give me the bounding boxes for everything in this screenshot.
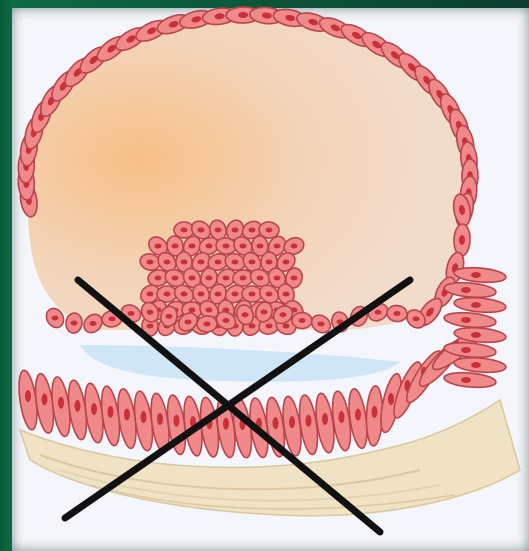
cell-nucleus [240, 276, 247, 281]
cell-nucleus [189, 244, 196, 249]
cell-nucleus [273, 417, 279, 429]
cell-nucleus [223, 318, 230, 323]
cell-nucleus [291, 276, 298, 281]
cell-nucleus [355, 409, 361, 421]
cell-nucleus [189, 276, 196, 281]
cell-nucleus [164, 292, 171, 297]
cell-nucleus [90, 321, 97, 326]
cell-nucleus [232, 260, 239, 265]
fluid-space [80, 345, 400, 382]
cell-nucleus [215, 228, 222, 233]
cell-nucleus [147, 260, 154, 265]
cell-nucleus [181, 228, 188, 233]
cell-nucleus [155, 244, 162, 249]
cell-nucleus [257, 276, 264, 281]
cell-nucleus [206, 276, 213, 281]
cell-nucleus [215, 260, 222, 265]
cell-nucleus [240, 244, 247, 249]
cell-nucleus [215, 292, 222, 297]
cell-nucleus [181, 292, 188, 297]
cell-nucleus [283, 292, 290, 297]
cell-nucleus [128, 311, 135, 316]
cell-nucleus [223, 418, 229, 430]
cell-nucleus [375, 310, 382, 315]
cell-nucleus [147, 292, 154, 297]
cell-nucleus [471, 302, 481, 308]
cell-nucleus [280, 312, 287, 317]
cell-nucleus [461, 317, 471, 323]
cell-nucleus [172, 276, 179, 281]
cell-nucleus [42, 393, 48, 405]
cell-nucleus [52, 316, 59, 321]
cell-nucleus [155, 276, 162, 281]
cell-nucleus [413, 316, 420, 321]
cell-nucleus [461, 347, 471, 353]
cell-nucleus [461, 287, 471, 293]
cell-nucleus [185, 319, 192, 324]
cell-nucleus [204, 321, 211, 326]
cell-nucleus [172, 244, 179, 249]
cell-nucleus [223, 244, 230, 249]
cell-nucleus [249, 260, 256, 265]
cell-nucleus [249, 228, 256, 233]
cell-nucleus [25, 390, 31, 402]
cell-nucleus [249, 292, 256, 297]
cell-nucleus [181, 260, 188, 265]
cell-nucleus [223, 276, 230, 281]
cell-nucleus [206, 244, 213, 249]
cell-nucleus [289, 416, 295, 428]
cell-nucleus [174, 415, 180, 427]
cell-nucleus [266, 260, 273, 265]
cell-nucleus [166, 314, 173, 319]
cell-nucleus [206, 308, 213, 313]
cell-nucleus [306, 415, 312, 427]
cell-nucleus [232, 228, 239, 233]
cell-nucleus [91, 403, 97, 415]
cell-nucleus [58, 397, 64, 409]
cell-nucleus [198, 292, 205, 297]
cell-nucleus [124, 409, 130, 421]
cell-nucleus [198, 260, 205, 265]
cell-nucleus [108, 406, 114, 418]
cell-nucleus [274, 244, 281, 249]
cell-nucleus [141, 411, 147, 423]
cell-nucleus [71, 321, 78, 326]
cell-nucleus [339, 411, 345, 423]
cell-nucleus [471, 272, 481, 278]
cell-nucleus [471, 332, 481, 338]
cell-nucleus [198, 228, 205, 233]
cell-nucleus [471, 362, 481, 368]
cell-nucleus [157, 413, 163, 425]
cell-nucleus [283, 260, 290, 265]
cell-nucleus [261, 310, 268, 315]
cell-nucleus [266, 228, 273, 233]
cell-nucleus [232, 292, 239, 297]
cell-nucleus [147, 324, 154, 329]
cell-nucleus [189, 308, 196, 313]
cell-nucleus [266, 292, 273, 297]
cell-nucleus [75, 400, 81, 412]
cell-nucleus [322, 413, 328, 425]
cell-nucleus [318, 321, 325, 326]
cell-nucleus [388, 393, 394, 405]
cell-nucleus [274, 276, 281, 281]
cell-nucleus [372, 406, 378, 418]
cell-nucleus [109, 316, 116, 321]
cell-nucleus [242, 312, 249, 317]
cell-nucleus [147, 310, 154, 315]
cell-nucleus [299, 318, 306, 323]
cell-nucleus [461, 377, 471, 383]
cell-nucleus [164, 260, 171, 265]
cell-nucleus [291, 244, 298, 249]
cell-nucleus [394, 311, 401, 316]
cell-nucleus [257, 244, 264, 249]
cell-nucleus [266, 324, 273, 329]
cell-nucleus [283, 324, 290, 329]
